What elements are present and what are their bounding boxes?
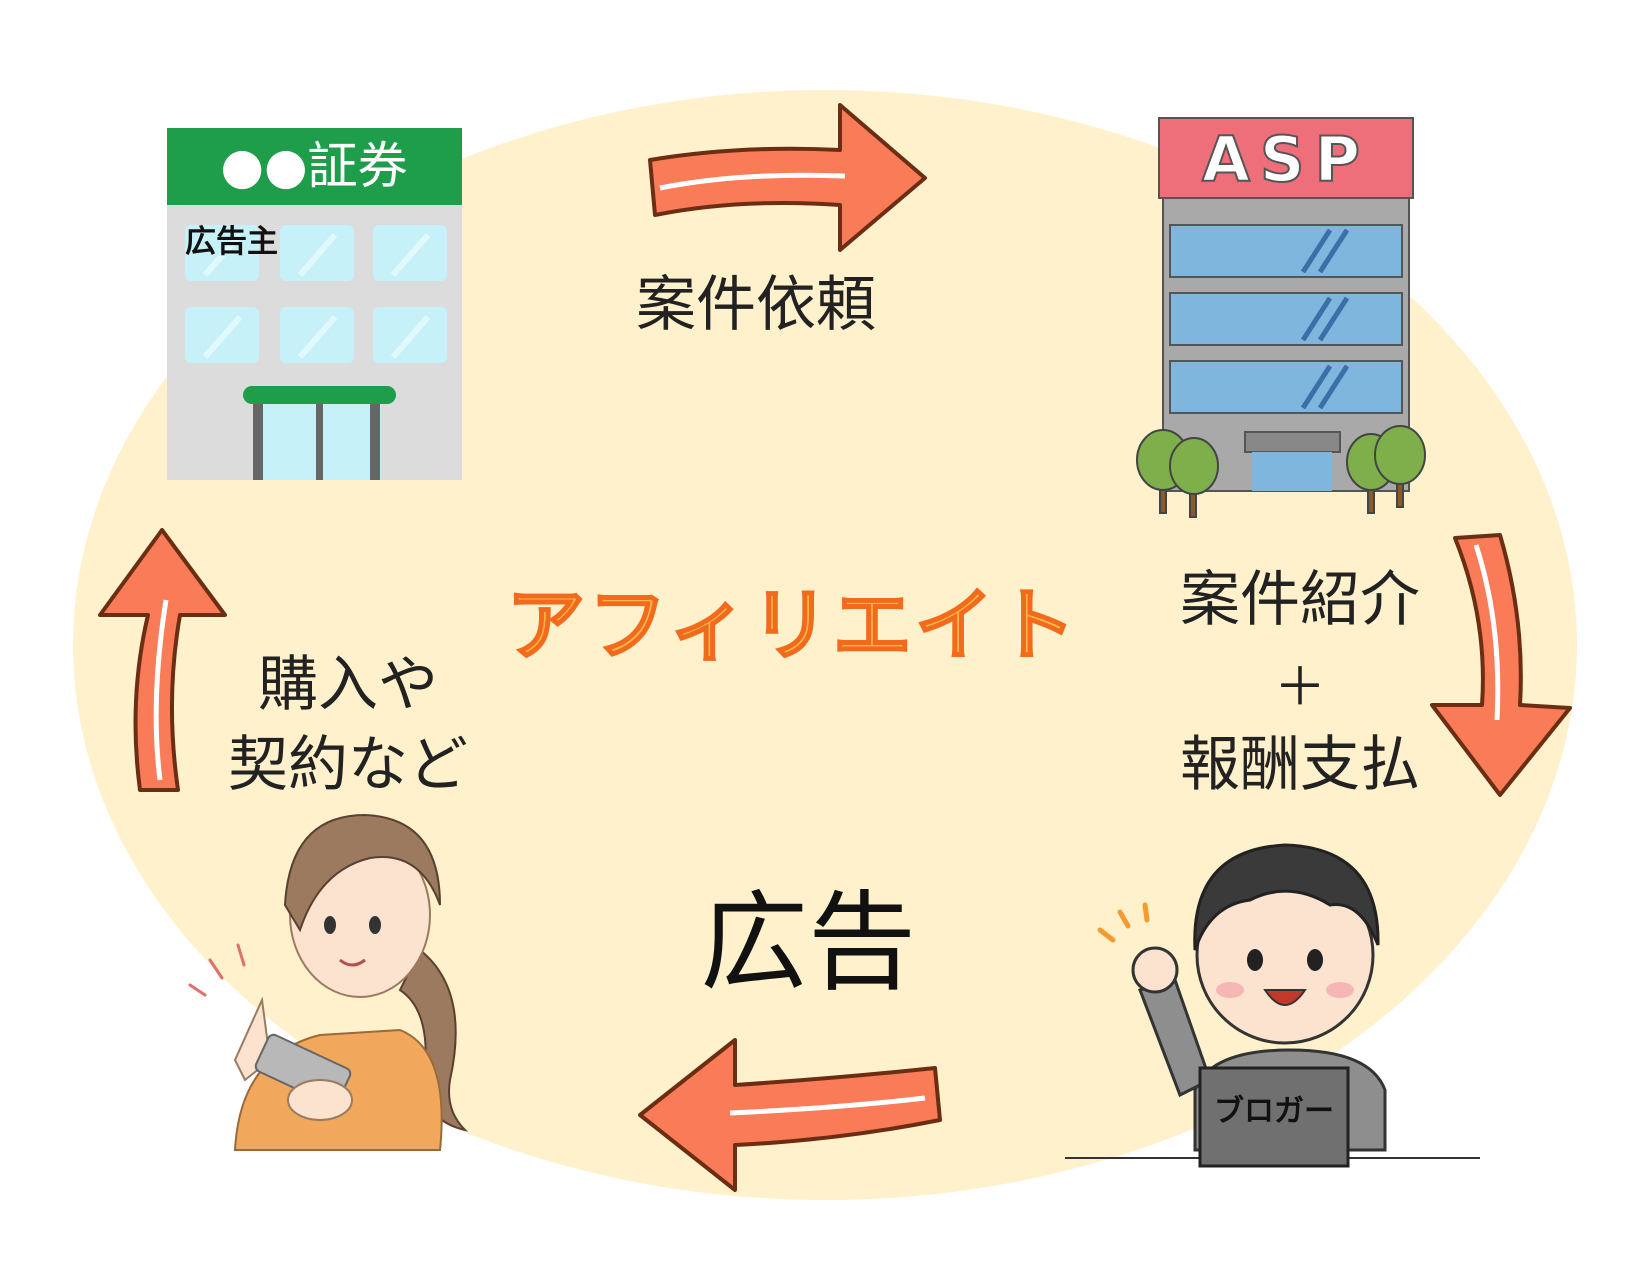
label-introduce-line2: ＋ <box>1274 658 1326 718</box>
label-introduce-line3: 報酬支払 <box>1180 730 1420 800</box>
arrow-introduce <box>1430 533 1572 797</box>
advertiser-sign: ●●証券 <box>220 137 407 195</box>
label-introduce: 案件紹介 ＋ 報酬支払 <box>1180 565 1420 800</box>
label-advertise: 広告 <box>700 881 916 1006</box>
advertiser-node: ●●証券 広告主 <box>167 128 462 480</box>
consumer-node <box>188 813 469 1151</box>
blogger-tag: ブロガー <box>1214 1094 1334 1129</box>
label-request: 案件依頼 <box>636 270 876 340</box>
arrow-request <box>648 103 927 252</box>
advertiser-role-label: 広告主 <box>185 224 278 260</box>
label-purchase: 購入や 契約など <box>228 650 468 800</box>
arrow-advertise <box>638 1038 942 1192</box>
blogger-node: ブロガー <box>1065 843 1480 1168</box>
label-purchase-line1: 購入や <box>258 650 438 720</box>
office-building-icon <box>167 128 462 480</box>
center-title: アフィリエイト <box>507 581 1079 671</box>
man-laptop-icon <box>1065 843 1480 1168</box>
label-introduce-line1: 案件紹介 <box>1180 565 1420 635</box>
asp-node: ASP <box>1136 117 1426 518</box>
asp-sign: ASP <box>1202 123 1370 196</box>
label-purchase-line2: 契約など <box>228 730 468 800</box>
woman-smartphone-icon <box>188 813 469 1151</box>
office-tower-icon <box>1136 117 1426 518</box>
arrow-purchase <box>98 528 227 792</box>
